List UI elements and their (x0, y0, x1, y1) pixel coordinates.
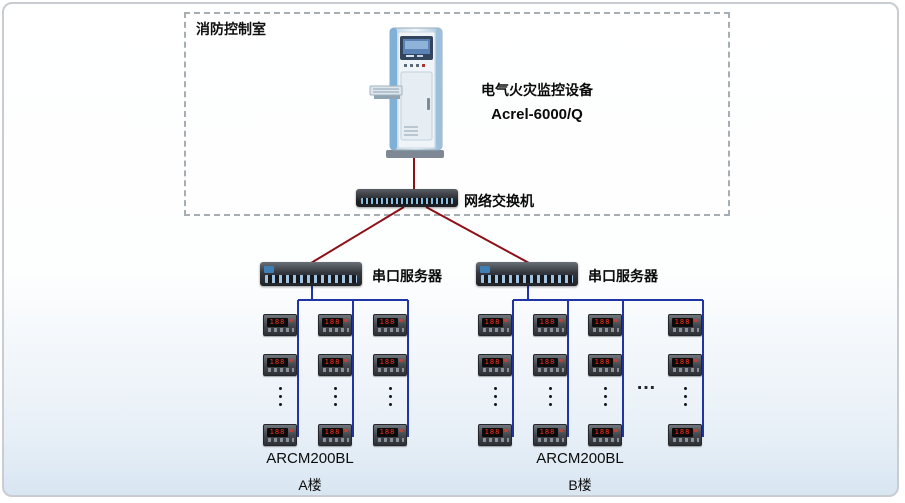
meter-led-display: 188 (322, 428, 343, 437)
cabinet-base (386, 150, 444, 158)
monitor-device-name: 电气火灾监控设备 (481, 82, 593, 98)
meter-buttons (323, 328, 349, 332)
serial-server-badge (480, 266, 490, 273)
network-switch-label: 网络交换机 (464, 193, 534, 209)
meter-buttons (673, 328, 699, 332)
serial-server-device-a (260, 262, 362, 286)
meter-buttons (378, 368, 404, 372)
serial-server-label-b: 串口服务器 (588, 268, 658, 284)
meter-led-display: 188 (267, 358, 288, 367)
building-b-label: ARCM200BL B楼 (505, 450, 655, 495)
meter-led-display: 188 (482, 428, 503, 437)
meter-buttons (483, 368, 509, 372)
monitor-device-model: Acrel-6000/Q (491, 106, 583, 123)
meter-led-display: 188 (267, 428, 288, 437)
meter-buttons (483, 328, 509, 332)
meter-buttons (538, 438, 564, 442)
meter-led-display: 188 (592, 358, 613, 367)
meter-buttons (673, 438, 699, 442)
meter-led-display: 188 (537, 358, 558, 367)
meter-led-display: 188 (377, 318, 398, 327)
arcm-meter: 188 (373, 314, 407, 336)
meter-led-display: 188 (672, 428, 693, 437)
more-columns-ellipsis: … (636, 372, 658, 394)
meter-led-display: 188 (672, 318, 693, 327)
building-b-name: B楼 (568, 477, 592, 493)
building-a-label: ARCM200BL A楼 (235, 450, 385, 495)
column-continuation-dots (373, 382, 407, 406)
meter-buttons (673, 368, 699, 372)
meter-led-display: 188 (322, 318, 343, 327)
meter-led-display: 188 (537, 428, 558, 437)
serial-server-device-b (476, 262, 578, 286)
meter-buttons (593, 438, 619, 442)
column-continuation-dots (668, 382, 702, 406)
control-room-label: 消防控制室 (196, 21, 266, 37)
serial-server-ports (265, 275, 357, 283)
network-switch-device (356, 189, 458, 207)
arcm-meter: 188 (668, 424, 702, 446)
column-continuation-dots (533, 382, 567, 406)
serial-server-ports (481, 275, 573, 283)
arcm-meter: 188 (533, 354, 567, 376)
serial-server-badge (264, 266, 274, 273)
cabinet-keyboard-tray (374, 94, 400, 99)
meter-buttons (593, 368, 619, 372)
meter-buttons (323, 438, 349, 442)
meter-buttons (378, 328, 404, 332)
arcm-meter: 188 (533, 314, 567, 336)
meter-led-display: 188 (482, 358, 503, 367)
building-a-model: ARCM200BL (266, 450, 354, 467)
meter-led-display: 188 (482, 318, 503, 327)
arcm-meter: 188 (668, 354, 702, 376)
arcm-meter: 188 (588, 354, 622, 376)
meter-led-display: 188 (322, 358, 343, 367)
meter-buttons (538, 328, 564, 332)
column-continuation-dots (588, 382, 622, 406)
arcm-meter: 188 (533, 424, 567, 446)
arcm-meter: 188 (263, 354, 297, 376)
meter-buttons (268, 438, 294, 442)
monitor-device-label: 电气火灾监控设备 Acrel-6000/Q (452, 80, 622, 123)
arcm-meter: 188 (263, 314, 297, 336)
arcm-meter: 188 (373, 354, 407, 376)
meter-buttons (378, 438, 404, 442)
meter-buttons (538, 368, 564, 372)
meter-buttons (483, 438, 509, 442)
arcm-meter: 188 (318, 424, 352, 446)
meter-buttons (268, 328, 294, 332)
column-continuation-dots (263, 382, 297, 406)
arcm-meter: 188 (588, 424, 622, 446)
cabinet-door (400, 71, 433, 141)
serial-server-label-a: 串口服务器 (372, 268, 442, 284)
building-a-name: A楼 (298, 477, 322, 493)
meter-led-display: 188 (592, 428, 613, 437)
column-continuation-dots (478, 382, 512, 406)
acrel-cabinet-illustration (369, 27, 444, 158)
meter-led-display: 188 (377, 428, 398, 437)
arcm-meter: 188 (478, 314, 512, 336)
arcm-meter: 188 (263, 424, 297, 446)
meter-buttons (323, 368, 349, 372)
building-b-model: ARCM200BL (536, 450, 624, 467)
arcm-meter: 188 (668, 314, 702, 336)
arcm-meter: 188 (318, 314, 352, 336)
meter-led-display: 188 (592, 318, 613, 327)
switch-ports (361, 198, 453, 204)
meter-led-display: 188 (537, 318, 558, 327)
arcm-meter: 188 (373, 424, 407, 446)
meter-led-display: 188 (267, 318, 288, 327)
meter-led-display: 188 (672, 358, 693, 367)
meter-led-display: 188 (377, 358, 398, 367)
arcm-meter: 188 (478, 424, 512, 446)
meter-buttons (593, 328, 619, 332)
column-continuation-dots (318, 382, 352, 406)
arcm-meter: 188 (588, 314, 622, 336)
meter-buttons (268, 368, 294, 372)
arcm-meter: 188 (478, 354, 512, 376)
arcm-meter: 188 (318, 354, 352, 376)
